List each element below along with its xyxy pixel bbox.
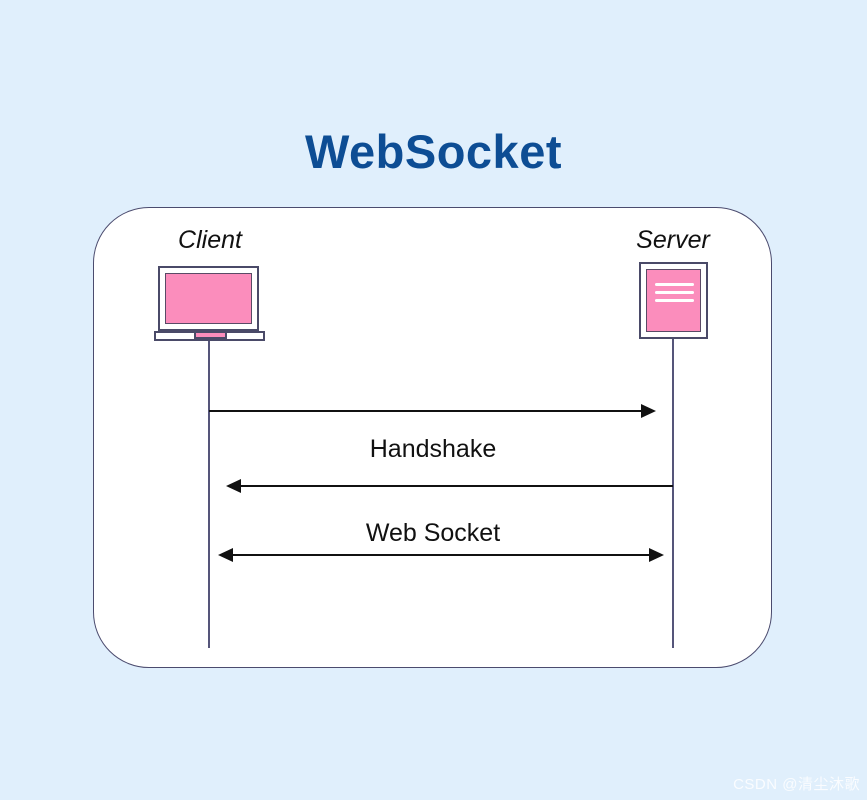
arrow-server-to-client bbox=[240, 485, 673, 487]
arrowhead-left-icon bbox=[226, 479, 241, 493]
server-label: Server bbox=[636, 226, 710, 254]
arrowhead-right-icon bbox=[641, 404, 656, 418]
page-title: WebSocket bbox=[305, 125, 562, 178]
server-slot-line bbox=[655, 291, 694, 294]
arrowhead-right-icon bbox=[649, 548, 664, 562]
watermark: CSDN @清尘沐歌 bbox=[733, 776, 860, 793]
websocket-label: Web Socket bbox=[365, 519, 501, 547]
client-label: Client bbox=[178, 226, 242, 254]
server-slot-line bbox=[655, 299, 694, 302]
server-icon bbox=[639, 262, 708, 339]
arrow-bidirectional bbox=[232, 554, 650, 556]
arrowhead-left-icon bbox=[218, 548, 233, 562]
monitor-icon bbox=[158, 266, 259, 331]
monitor-stand-notch bbox=[194, 331, 227, 339]
arrow-client-to-server bbox=[209, 410, 642, 412]
server-lifeline bbox=[672, 339, 674, 648]
monitor-screen bbox=[165, 273, 252, 324]
client-lifeline bbox=[208, 341, 210, 648]
handshake-label: Handshake bbox=[369, 435, 497, 463]
server-slot-line bbox=[655, 283, 694, 286]
